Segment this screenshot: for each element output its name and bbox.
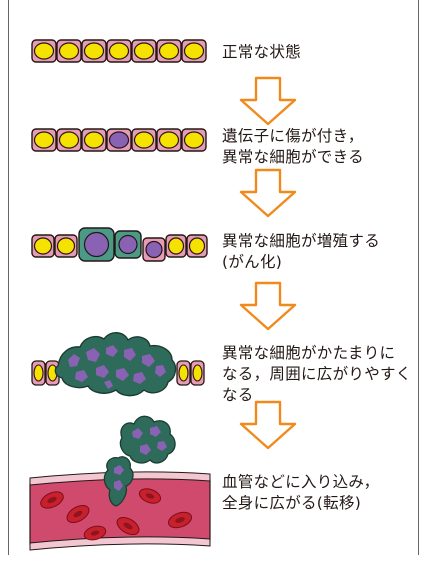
tumor-mass [54, 332, 177, 397]
cell [176, 360, 191, 386]
step-1-label: 正常な状態 [222, 43, 302, 61]
red-blood-cells [40, 488, 193, 541]
down-arrow-icon [239, 168, 297, 218]
cell [54, 234, 78, 258]
cell [156, 128, 182, 152]
cell [131, 128, 157, 152]
diagram-frame [8, 0, 419, 555]
cell [106, 39, 132, 63]
cell [56, 128, 82, 152]
step-2-label: 遺伝子に傷が付き， 異常な細胞ができる [222, 127, 364, 166]
cell [31, 234, 55, 258]
cell [156, 39, 182, 63]
damaged-cell-row [31, 128, 207, 152]
cell [131, 39, 157, 63]
abnormal-cell [78, 227, 115, 262]
metastasis-scene [29, 415, 211, 551]
cell [186, 234, 208, 258]
metastasizing-cancer-cells [103, 415, 176, 507]
step-4-label: 異常な細胞がかたまりに なる，周囲に広がりやすく なる [222, 344, 412, 404]
step-3-label: 異常な細胞が増殖する (がん化) [222, 232, 381, 271]
down-arrow-icon [239, 281, 297, 331]
cell [81, 39, 107, 63]
normal-cell-row [31, 39, 207, 63]
cell [165, 234, 187, 258]
down-arrow-icon [239, 400, 297, 450]
cell [56, 39, 82, 63]
cell [31, 39, 57, 63]
abnormal-cell [114, 230, 142, 259]
cell [190, 360, 205, 386]
cell [81, 128, 107, 152]
abnormal-cell [142, 237, 166, 262]
down-arrow-icon [239, 76, 297, 126]
cell [31, 128, 57, 152]
tumor-mass-row [31, 332, 205, 397]
proliferating-cell-row [31, 227, 208, 262]
step-5-label: 血管などに入り込み， 全身に広がる(転移) [222, 473, 380, 512]
abnormal-cell [106, 128, 132, 152]
cell [181, 39, 207, 63]
cell [181, 128, 207, 152]
cell [31, 360, 46, 386]
